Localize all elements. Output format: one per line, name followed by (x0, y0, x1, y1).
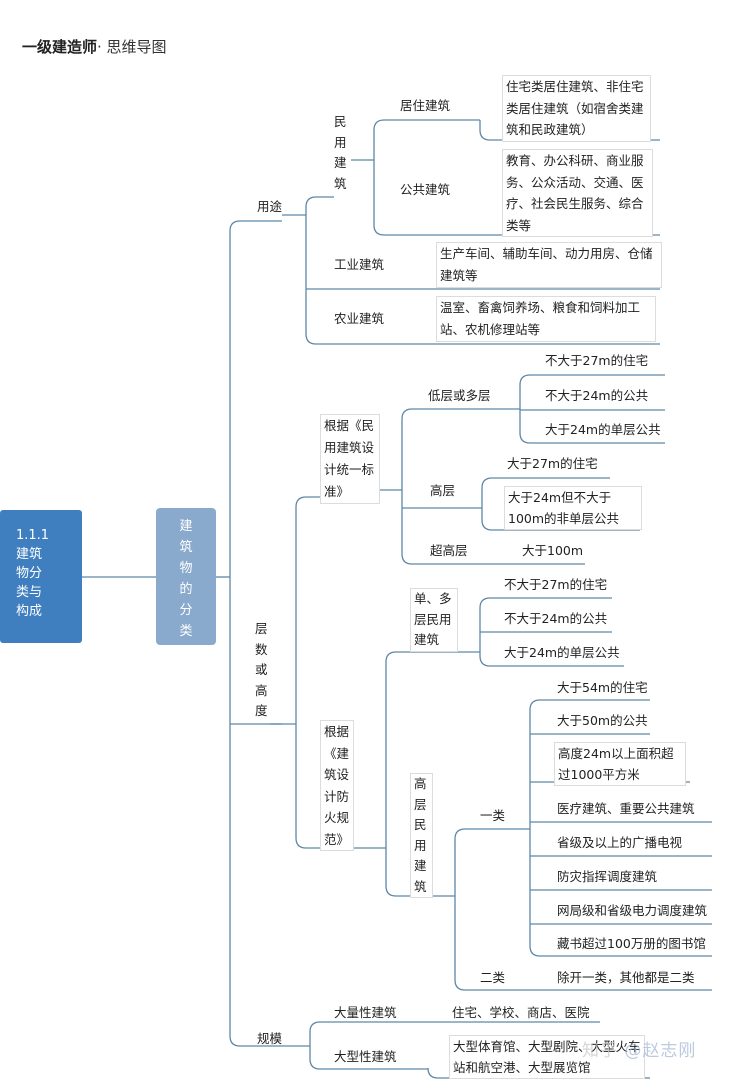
item-multi-1: 不大于27m的住宅 (504, 577, 608, 592)
detail-mass-buildings: 住宅、学校、商店、医院 (452, 1005, 590, 1020)
node-low-multi: 低层或多层 (428, 388, 491, 403)
watermark: 知乎 @赵志刚 (582, 1041, 697, 1061)
branch-height: 层数或高度 (255, 621, 268, 718)
node-large-buildings: 大型性建筑 (334, 1049, 397, 1064)
item-class1-1: 大于54m的住宅 (557, 680, 648, 695)
node-mass-buildings: 大量性建筑 (334, 1005, 397, 1020)
node-high-rise: 高层 (430, 483, 456, 498)
detail-industrial: 生产车间、辅助车间、动力用房、仓储建筑等 (436, 242, 662, 288)
item-class1-3: 高度24m以上面积超过1000平方米 (554, 742, 686, 786)
root-code: 1.1.1 (16, 528, 50, 543)
node-multi-civil: 单、多层民用建筑 (410, 588, 458, 652)
item-low-2: 不大于24m的公共 (545, 388, 649, 403)
item-class1-8: 藏书超过100万册的图书馆 (557, 936, 706, 951)
node-residential: 居住建筑 (400, 98, 451, 113)
node-super-high: 超高层 (430, 543, 468, 558)
item-low-1: 不大于27m的住宅 (545, 353, 649, 368)
detail-agricultural: 温室、畜禽饲养场、粮食和饲料加工站、农机修理站等 (436, 296, 656, 342)
node-public: 公共建筑 (400, 182, 451, 197)
node-fire-standard: 根据《建筑设计防火规范》 (320, 720, 354, 851)
branch-usage: 用途 (257, 199, 283, 214)
detail-super-high: 大于100m (522, 543, 584, 558)
item-low-3: 大于24m的单层公共 (545, 422, 661, 437)
node-civil-standard: 根据《民用建筑设计统一标准》 (320, 414, 380, 504)
detail-large-buildings: 大型体育馆、大型剧院、大型火车站和航空港、大型展览馆 (449, 1035, 645, 1079)
item-high-2: 大于24m但不大于100m的非单层公共 (504, 486, 642, 530)
level1-node: 建筑物的分类 (156, 508, 216, 645)
item-multi-2: 不大于24m的公共 (504, 611, 608, 626)
node-civil-buildings: 民用建筑 (334, 114, 347, 191)
item-class1-5: 省级及以上的广播电视 (557, 835, 683, 850)
detail-class-2: 除开一类，其他都是二类 (557, 970, 695, 985)
node-high-civil: 高层民用建筑 (410, 773, 433, 898)
root-text: 建筑物分类与构成 (16, 547, 43, 619)
item-class1-4: 医疗建筑、重要公共建筑 (557, 801, 695, 816)
item-multi-3: 大于24m的单层公共 (504, 645, 620, 660)
detail-residential: 住宅类居住建筑、非住宅类居住建筑（如宿舍类建筑和民政建筑） (502, 75, 651, 142)
branch-scale: 规模 (257, 1031, 283, 1046)
item-class1-2: 大于50m的公共 (557, 713, 648, 728)
root-node: 1.1.1 建筑物分类与构成 (0, 510, 82, 643)
item-class1-6: 防灾指挥调度建筑 (557, 869, 658, 884)
detail-public: 教育、办公科研、商业服务、公众活动、交通、医疗、社会民生服务、综合类等 (502, 149, 653, 237)
item-high-1: 大于27m的住宅 (507, 456, 598, 471)
level1-label: 建筑物的分类 (179, 519, 193, 639)
page-title: 一级建造师· 思维导图 (22, 38, 167, 56)
node-agricultural: 农业建筑 (334, 311, 385, 326)
node-class-1: 一类 (480, 808, 506, 823)
item-class1-7: 网局级和省级电力调度建筑 (557, 903, 708, 918)
node-class-2: 二类 (480, 970, 506, 985)
node-industrial: 工业建筑 (334, 257, 385, 272)
